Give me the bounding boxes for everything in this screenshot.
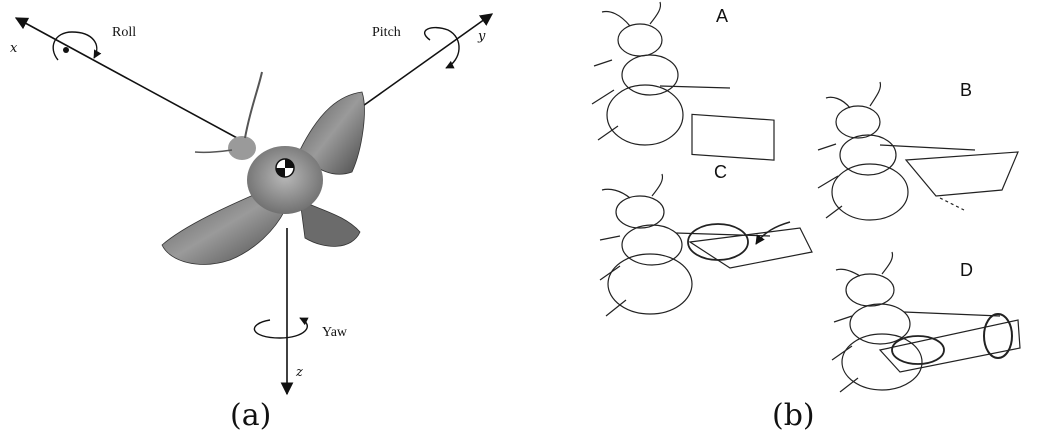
moth-head <box>228 136 256 160</box>
x-axis-origin-dot <box>63 47 69 53</box>
x-axis-label: x <box>10 41 18 56</box>
center-of-mass-icon <box>276 159 294 177</box>
moth-antenna <box>245 72 262 138</box>
panel-label-a: A <box>716 6 728 26</box>
pitch-rotation-arrow <box>425 28 459 68</box>
beetle-sketch-a <box>592 2 774 160</box>
caption-a: (a) <box>230 398 271 433</box>
yaw-rotation-arrow <box>254 318 307 338</box>
panel-label-b: B <box>960 80 972 100</box>
roll-label: Roll <box>112 25 136 40</box>
panel-label-d: D <box>960 260 973 280</box>
beetle-sketch-c <box>600 174 812 316</box>
beetle-sketch-b <box>818 82 1018 220</box>
y-axis-label: y <box>477 29 486 44</box>
z-axis-label: z <box>295 365 303 380</box>
panel-label-c: C <box>714 162 727 182</box>
caption-b: (b) <box>772 398 815 433</box>
yaw-label: Yaw <box>322 325 348 340</box>
moth-hindwing <box>300 200 360 246</box>
pitch-label: Pitch <box>372 25 401 40</box>
beetle-sketch-d <box>832 252 1020 392</box>
moth-body <box>247 146 323 214</box>
roll-rotation-arrow <box>53 32 97 60</box>
moth-figure: x y z Roll Pitch Yaw <box>10 14 492 394</box>
moth-antenna <box>195 150 232 152</box>
